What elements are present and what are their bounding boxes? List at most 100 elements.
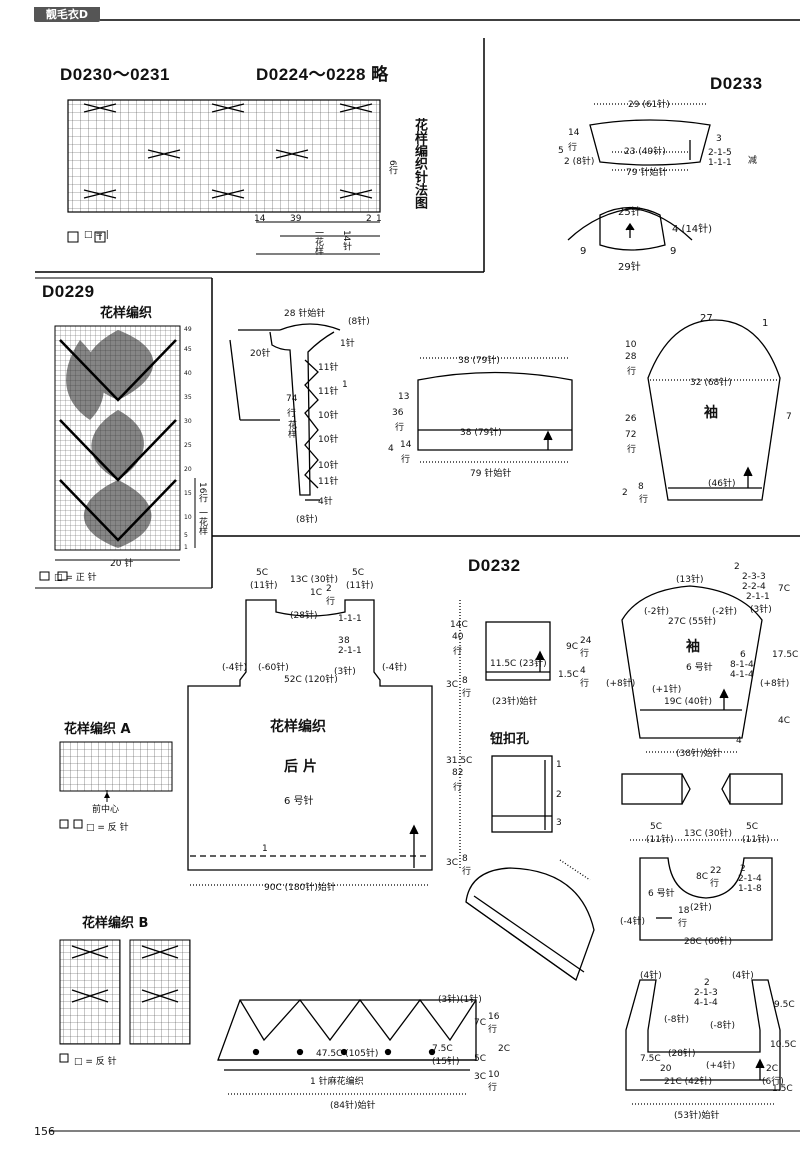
coll-2c: 2C: [766, 1064, 779, 1074]
sleeve-top: 27: [700, 313, 713, 324]
back-2: 2: [326, 584, 332, 594]
band-5c: 5C: [474, 1054, 487, 1064]
band-16: 16: [488, 1012, 500, 1022]
pocket-rows2: 行: [580, 679, 590, 689]
front-118: 1-1-8: [738, 884, 762, 894]
coll-2: 2: [704, 978, 710, 988]
sleeve-10: 10: [625, 340, 637, 350]
coll-213: 2-1-3: [694, 988, 718, 998]
d0233-side-w: 4 (14针): [672, 224, 713, 235]
back-left: 5C: [256, 568, 269, 578]
strip-13c: 13C (30针): [684, 829, 733, 839]
front-28c: 28C (60针): [684, 937, 733, 947]
d0232-sleeve-4: 4: [736, 736, 742, 746]
d0232-sleeve-m2l: (-2针): [644, 607, 669, 617]
back-rows4: 行: [453, 783, 463, 793]
band-rows: 行: [488, 1025, 498, 1035]
back-3st: (3针): [334, 667, 356, 677]
d0229-row-49: 49: [184, 326, 192, 333]
coll-95: 9.5C: [774, 1000, 795, 1010]
pattern-a-legend: □ = 反 针: [86, 823, 129, 833]
back-211: 2-1-1: [338, 646, 362, 656]
back-1c: 1C: [310, 588, 323, 598]
pattern-a-label: 花样编织 A: [64, 722, 131, 737]
front-needle: 6 号针: [648, 889, 675, 899]
neck-4: 4针: [318, 497, 333, 507]
sleeve-bottom: (46针): [708, 479, 736, 489]
band-10: 10: [488, 1070, 500, 1080]
bh-1: 1: [556, 760, 562, 770]
cuff-bottom: 79 针始针: [470, 469, 512, 479]
d0232-sleeve-cast: (38针)始针: [676, 749, 722, 759]
neck-one: 1: [342, 380, 348, 390]
sleeve-28: 28: [625, 352, 637, 362]
pattern-b-label: 花样编织 B: [82, 916, 149, 931]
cuff-36: 36: [392, 408, 404, 418]
d0229-row-30: 30: [184, 418, 192, 425]
d0232-band: [217, 998, 477, 1095]
band-3c: 3C: [474, 1072, 487, 1082]
d0232-sleeve-needle: 6 号针: [686, 663, 713, 673]
d0229-title: D0229: [42, 282, 95, 301]
neck-st: (8针): [348, 317, 370, 327]
coll-21c: 21C (42针): [664, 1077, 713, 1087]
d0229-row-5: 5: [184, 532, 188, 539]
band-rows2: 行: [488, 1083, 498, 1093]
d0232-sleeve-3st: (3针): [750, 605, 772, 615]
d0230-title: D0230～0231: [60, 65, 170, 84]
sleeve-26: 26: [625, 414, 637, 424]
pocket-rows: 行: [580, 649, 590, 659]
sleeve-72: 72: [625, 430, 637, 440]
d0232-strips: [621, 773, 783, 841]
d0230-w14: 14: [254, 214, 266, 224]
d0230-chart-label: 花样编织针法图: [412, 118, 427, 209]
back-315: 31.5C: [446, 756, 473, 766]
cuff-14: 14: [400, 440, 412, 450]
sleeve-width: 32 (68针): [690, 378, 732, 388]
d0233-collar: [567, 103, 711, 251]
front-214: 2-1-4: [738, 874, 762, 884]
d0230-rows: 6行: [387, 160, 397, 175]
neck-pat: 花样: [286, 420, 296, 438]
band-15: (15针): [432, 1057, 460, 1067]
sleeve-7: 7: [786, 412, 792, 422]
d0229-side16: 16行: [197, 482, 207, 503]
cuff-13: 13: [398, 392, 410, 402]
d0232-sleeve-label: 袖: [686, 639, 700, 655]
back-m4r: (-4针): [382, 663, 407, 673]
neck-11a: 11针: [318, 363, 339, 373]
strip-5c2: 5C: [746, 822, 759, 832]
neck-rows: 74: [286, 394, 298, 404]
cuff-rows: 行: [395, 423, 405, 433]
pattern-a-chart: [59, 741, 173, 829]
d0232-sleeve-7c: 7C: [778, 584, 791, 594]
d0232-hat: [465, 859, 595, 982]
d0233-collar-cast: 79 针始针: [626, 168, 668, 178]
d0230-w1: 1: [376, 214, 382, 224]
d0232-sleeve: [621, 585, 763, 753]
cuff-top: 38 (79针): [458, 356, 500, 366]
neck-11c: 11针: [318, 477, 339, 487]
back-dash: 1: [262, 844, 268, 854]
back-82: 82: [452, 768, 464, 778]
d0232-back: [187, 599, 461, 886]
pocket-24: 24: [580, 636, 592, 646]
back-mid: 13C (30针): [290, 575, 339, 585]
d0229-label: 花样编织: [100, 306, 153, 321]
back-right-st: (11针): [346, 581, 374, 591]
d0233-nine-l: 9: [580, 246, 587, 257]
back-title: 花样编织: [270, 719, 326, 735]
d0233-title: D0233: [710, 74, 763, 93]
d0233-neckband: [229, 323, 341, 501]
d0232-pocket: [485, 621, 551, 681]
front-8c: 8C: [696, 872, 709, 882]
band-7c: 7C: [474, 1018, 487, 1028]
pocket-bottom: (23针)始针: [492, 697, 538, 707]
pocket-4: 4: [580, 666, 586, 676]
strip-11: (11针): [646, 835, 674, 845]
pocket-15: 1.5C: [558, 670, 579, 680]
d0233-left-dim: 5: [558, 146, 564, 156]
back-8: 8: [344, 636, 350, 646]
sleeve-8: 8: [638, 482, 644, 492]
coll-4r: (4针): [732, 971, 754, 981]
